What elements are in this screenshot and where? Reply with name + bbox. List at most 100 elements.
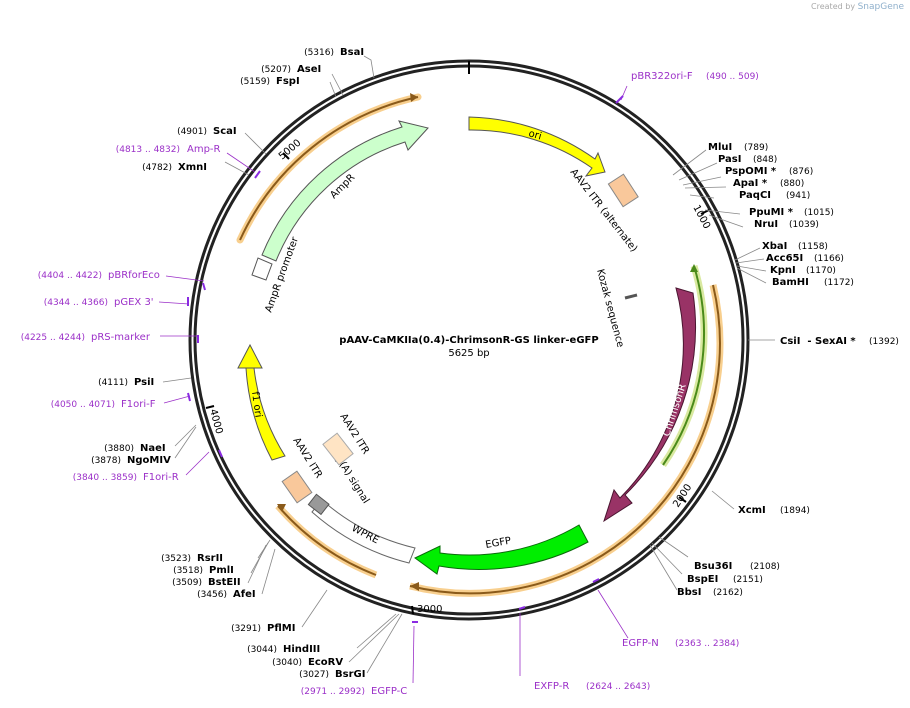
enzyme-fspi: FspI	[276, 76, 300, 87]
primer-exfp-r: EXFP-R	[534, 681, 569, 692]
primer-egfp-c: EGFP-C	[371, 686, 407, 697]
enzyme-apai: ApaI *	[733, 178, 768, 189]
enzyme-pflmi-pos: (3291)	[231, 624, 261, 634]
orf-arc-bottom-left-core	[277, 505, 377, 576]
primer-labels: pBR322ori-F (490 .. 509) (4813 .. 4832) …	[21, 71, 759, 697]
primer-f1ori-f-range: (4050 .. 4071)	[51, 400, 115, 410]
tick-mark-2000	[678, 496, 687, 503]
orf-arcs	[236, 93, 724, 597]
enzyme-xmni: XmnI	[178, 162, 207, 173]
enzyme-bspei: BspEI	[687, 574, 718, 585]
orf-arc-right-outer-arrowhead	[410, 582, 419, 591]
enzyme-scai: ScaI	[213, 126, 237, 137]
position-ticks: 1000 2000 3000 4000 5000	[205, 138, 712, 615]
enzyme-xbai-pos: (1158)	[798, 242, 828, 252]
enzyme-pmli-pos: (3518)	[173, 566, 203, 576]
enzyme-mlui-pos: (789)	[744, 143, 768, 153]
enzyme-bsu36i-pos: (2108)	[750, 562, 780, 572]
primer-exfp-r-range: (2624 .. 2643)	[586, 682, 650, 692]
plasmid-size: 5625 bp	[448, 348, 489, 359]
enzyme-ngomiv: NgoMIV	[127, 455, 171, 466]
enzyme-acc65i: Acc65I	[766, 253, 803, 264]
primer-f1ori-f: F1ori-F	[121, 399, 156, 410]
enzyme-bbsi-pos: (2162)	[713, 588, 743, 598]
primer-pbrforeco: pBRforEco	[108, 270, 160, 281]
enzyme-bsteii: BstEII	[208, 577, 241, 588]
snapgene-logo-text: SnapGene	[857, 2, 904, 12]
enzyme-nrui-pos: (1039)	[789, 220, 819, 230]
feature-egfp-label: EGFP	[485, 536, 512, 551]
orf-arc-bottom-left-arrowhead	[277, 504, 286, 512]
enzyme-ecorv: EcoRV	[308, 657, 343, 668]
enzyme-paqci-pos: (941)	[786, 191, 810, 201]
feature-egfp	[414, 524, 589, 575]
feature-aav2-itr-alternate	[607, 173, 639, 208]
enzyme-psii: PsiI	[134, 377, 154, 388]
tick-mark-3000	[411, 605, 414, 615]
enzyme-bsrgi-pos: (3027)	[299, 670, 329, 680]
enzyme-bamhi-pos: (1172)	[824, 278, 854, 288]
enzyme-asei: AseI	[297, 64, 321, 75]
enzyme-ppumi-pos: (1015)	[804, 208, 834, 218]
primer-amp-r-range: (4813 .. 4832)	[116, 145, 180, 155]
enzyme-csii-sexai: CsiI - SexAI *	[780, 336, 856, 347]
enzyme-kpni: KpnI	[770, 265, 796, 276]
enzyme-bsai-pos: (5316)	[304, 48, 334, 58]
enzyme-xbai: XbaI	[762, 241, 787, 252]
orf-arc-top-arrowhead	[410, 93, 418, 102]
primer-pbr322ori-f-range: (490 .. 509)	[706, 72, 759, 82]
enzyme-hindiii-pos: (3044)	[247, 645, 277, 655]
enzyme-acc65i-pos: (1166)	[814, 254, 844, 264]
enzyme-bspei-pos: (2151)	[733, 575, 763, 585]
feature-chrimsonr	[603, 287, 696, 523]
enzyme-pflmi: PflMI	[267, 623, 295, 634]
enzyme-ngomiv-pos: (3878)	[91, 456, 121, 466]
enzyme-paqci: PaqCI	[739, 190, 771, 201]
snapgene-credit: Created by SnapGene	[811, 2, 904, 12]
enzyme-pasi: PasI	[718, 154, 741, 165]
enzyme-rsrii: RsrII	[197, 553, 223, 564]
enzyme-pspomi: PspOMI *	[725, 166, 777, 177]
enzyme-asei-pos: (5207)	[261, 65, 291, 75]
primer-pbr322ori-f: pBR322ori-F	[631, 71, 693, 82]
enzyme-nrui: NruI	[754, 219, 778, 230]
enzyme-labels: (5316) BsaI (5207) AseI (5159) FspI (490…	[91, 47, 899, 680]
feature-ampr	[261, 120, 429, 262]
orf-arc-right-inner-core	[662, 265, 705, 466]
enzyme-mlui: MluI	[708, 142, 732, 153]
primer-f1ori-r-range: (3840 .. 3859)	[73, 473, 137, 483]
enzyme-hindiii: HindIII	[283, 644, 320, 655]
enzyme-scai-pos: (4901)	[177, 127, 207, 137]
feature-f1-ori	[237, 343, 286, 461]
enzyme-apai-pos: (880)	[780, 179, 804, 189]
primer-egfp-n-range: (2363 .. 2384)	[675, 639, 739, 649]
primer-pgex3: pGEX 3'	[114, 297, 154, 308]
feature-aav2-itr-2	[322, 432, 354, 466]
primer-egfp-c-range: (2971 .. 2992)	[301, 687, 365, 697]
feature-ori	[468, 116, 606, 177]
credit-prefix: Created by	[811, 2, 856, 11]
primer-f1ori-r: F1ori-R	[143, 472, 179, 483]
enzyme-pspomi-pos: (876)	[789, 167, 813, 177]
feature-aav2-itr	[281, 470, 313, 504]
enzyme-xmni-pos: (4782)	[142, 163, 172, 173]
tick-label-3000: 3000	[417, 604, 442, 615]
primer-pgex3-range: (4344 .. 4366)	[44, 298, 108, 308]
enzyme-kpni-pos: (1170)	[806, 266, 836, 276]
primer-egfp-n: EGFP-N	[622, 638, 659, 649]
feature-aav2-itr-alternate-label: AAV2 ITR (alternate)	[568, 167, 640, 254]
enzyme-naei: NaeI	[140, 443, 166, 454]
feature-f1-ori-label: f1 ori	[249, 391, 264, 418]
enzyme-leader-lines	[162, 55, 775, 674]
enzyme-bbsi: BbsI	[677, 587, 701, 598]
enzyme-psii-pos: (4111)	[98, 378, 128, 388]
enzyme-afei-pos: (3456)	[197, 590, 227, 600]
tick-mark-4000	[205, 405, 215, 409]
enzyme-bsai: BsaI	[340, 47, 364, 58]
feature-ori-label: ori	[527, 128, 543, 142]
orf-arc-top-core	[239, 96, 419, 241]
enzyme-fspi-pos: (5159)	[240, 77, 270, 87]
feature-polya-signal	[307, 493, 330, 516]
enzyme-ecorv-pos: (3040)	[272, 658, 302, 668]
